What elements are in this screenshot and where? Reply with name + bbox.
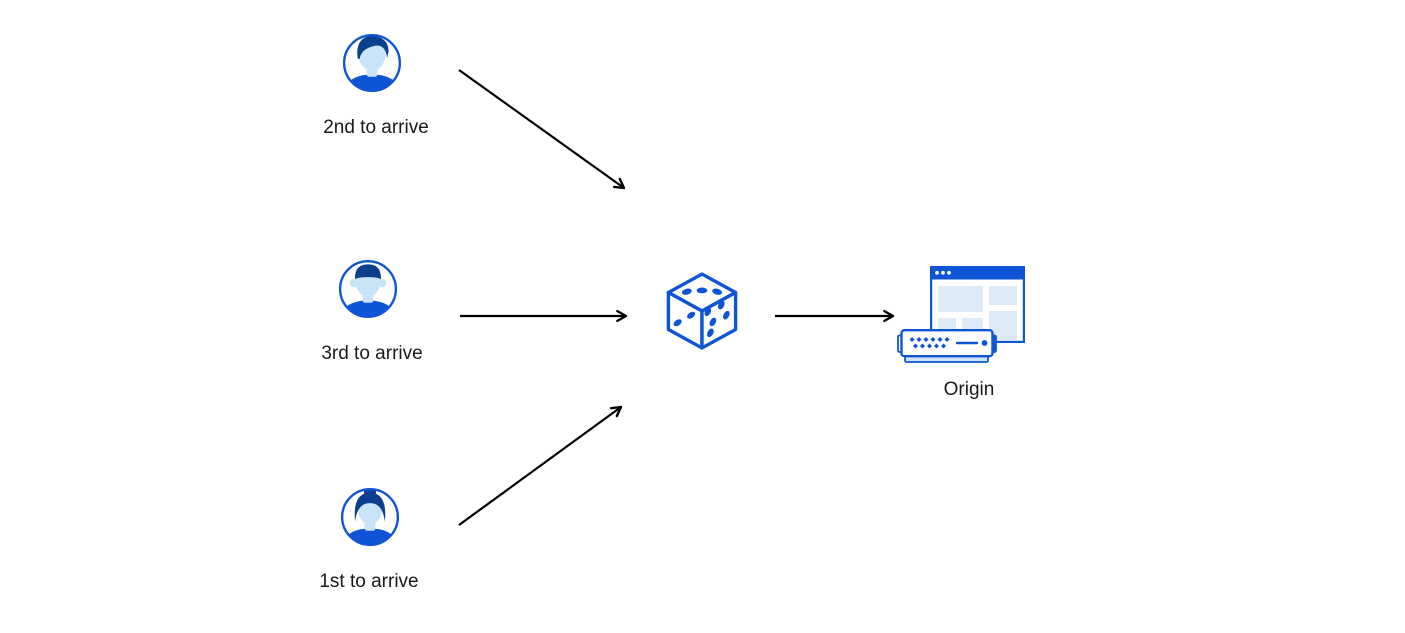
arrow-user2nd-to-dice xyxy=(458,69,626,190)
arrow-user1st-to-dice xyxy=(458,405,623,526)
female-bun-avatar-icon xyxy=(340,487,400,547)
dice-icon xyxy=(666,272,738,350)
origin-server-icon xyxy=(897,329,997,363)
user-3rd-label: 3rd to arrive xyxy=(321,343,423,364)
male-flattop-avatar-icon xyxy=(338,259,398,319)
user-1st-label: 1st to arrive xyxy=(319,571,419,592)
male-quiff-avatar-icon xyxy=(342,33,402,93)
user-2nd-label: 2nd to arrive xyxy=(323,117,429,138)
origin-label: Origin xyxy=(943,379,995,400)
